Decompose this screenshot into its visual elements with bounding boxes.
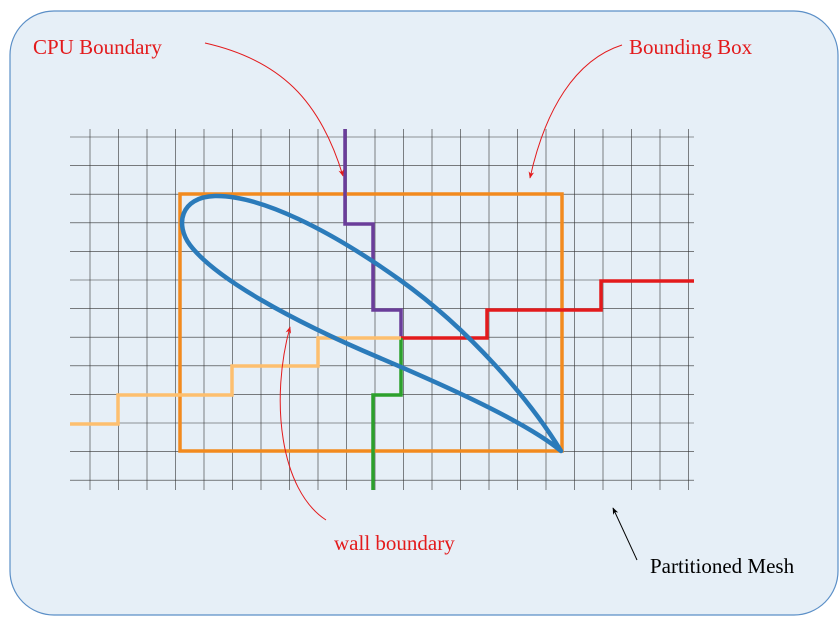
cpu-boundary-red — [401, 279, 694, 340]
bounding-box-label: Bounding Box — [629, 35, 753, 59]
cpu-boundary-light-orange — [70, 336, 401, 426]
bounding-box-arrow-icon — [528, 44, 623, 179]
cpu-boundary-label: CPU Boundary — [33, 35, 162, 59]
cpu-boundary-arrow-icon — [204, 42, 344, 177]
wall-boundary-arrow-icon — [279, 326, 327, 521]
bounding-box — [178, 192, 564, 453]
partitioned-mesh-arrow-icon — [612, 507, 638, 561]
airfoil-wall — [179, 193, 564, 454]
partitioned-mesh-label: Partitioned Mesh — [650, 554, 795, 578]
panel-background — [9, 10, 839, 616]
cpu-boundary-purple — [343, 129, 403, 338]
wall-boundary-label: wall boundary — [334, 531, 455, 555]
